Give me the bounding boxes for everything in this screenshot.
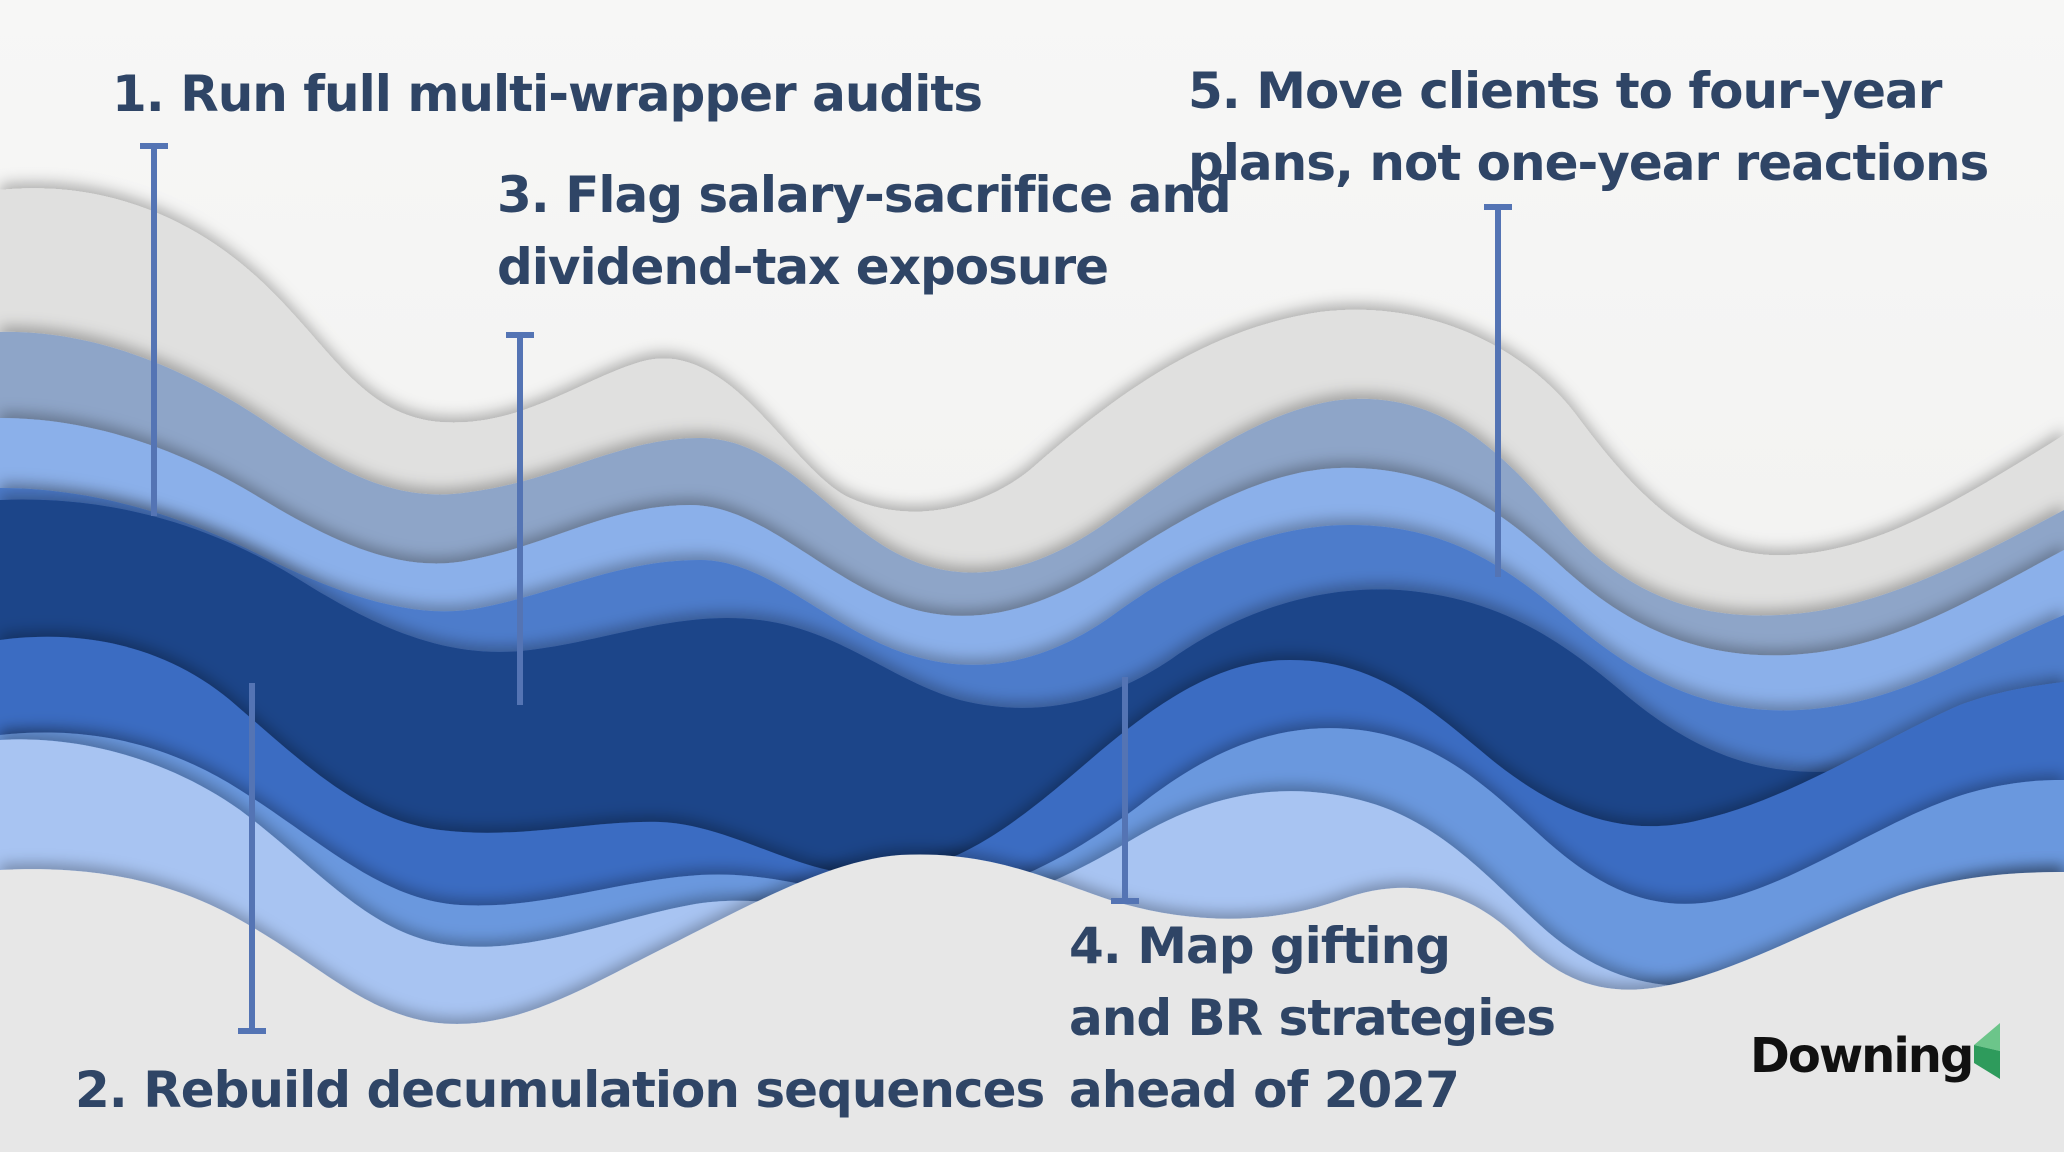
step-4-line-1: 4. Map gifting <box>1069 917 1451 975</box>
step-2-label: 2. Rebuild decumulation sequences <box>75 1054 1045 1126</box>
connector-5 <box>1484 204 1512 577</box>
connector-1 <box>140 143 168 516</box>
wave-layer-bottom-grey <box>0 854 2064 1152</box>
brand-mark-icon <box>1974 1023 2001 1079</box>
brand-name: Downing <box>1750 1028 1974 1084</box>
connector-4 <box>1111 677 1139 904</box>
step-5-line-1: 5. Move clients to four-year <box>1188 62 1942 120</box>
step-3-line-1: 3. Flag salary-sacrifice and <box>497 166 1232 224</box>
connector-3 <box>506 332 534 705</box>
step-4-line-2: and BR strategies <box>1069 989 1556 1047</box>
step-5-line-2: plans, not one-year reactions <box>1188 134 1989 192</box>
step-3-label: 3. Flag salary-sacrifice and dividend-ta… <box>497 159 1232 303</box>
step-1-label: 1. Run full multi-wrapper audits <box>112 58 983 130</box>
downing-logo: Downing <box>1750 1023 2001 1084</box>
step-4-line-3: ahead of 2027 <box>1069 1061 1460 1119</box>
step-5-label: 5. Move clients to four-year plans, not … <box>1188 55 1989 199</box>
step-4-label: 4. Map gifting and BR strategies ahead o… <box>1069 910 1556 1126</box>
step-1-line-1: 1. Run full multi-wrapper audits <box>112 65 983 123</box>
step-3-line-2: dividend-tax exposure <box>497 238 1109 296</box>
step-2-line-1: 2. Rebuild decumulation sequences <box>75 1061 1045 1119</box>
connector-2 <box>238 683 266 1034</box>
